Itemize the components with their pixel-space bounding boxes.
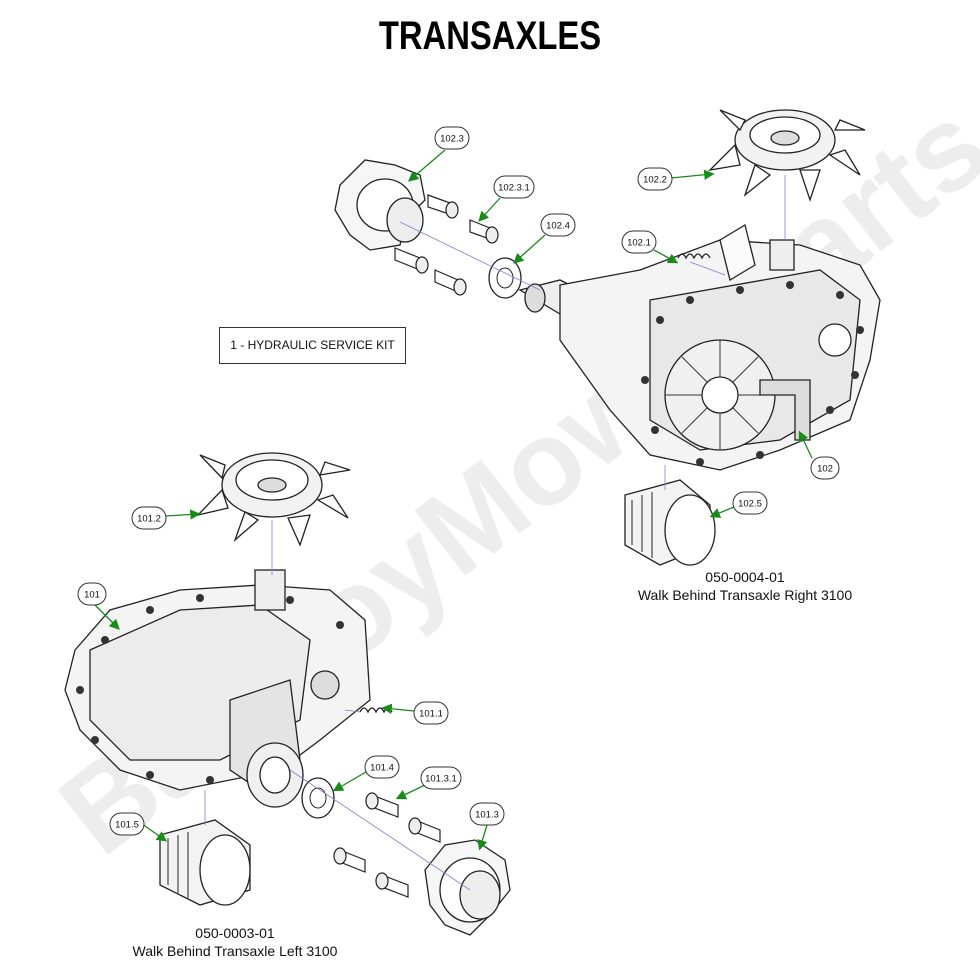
oil-filter-102-5 bbox=[624, 479, 716, 566]
wheel-studs-101-3-1 bbox=[333, 792, 441, 898]
page-title: TRANSAXLES bbox=[378, 14, 602, 58]
callout-102-5: 102.5 bbox=[732, 491, 768, 515]
wheel-hub-102-3 bbox=[334, 159, 426, 251]
wheel-studs-102-3-1 bbox=[394, 194, 499, 296]
left-part-number: 050-0003-01 bbox=[195, 925, 275, 941]
left-description: Walk Behind Transaxle Left 3100 bbox=[132, 943, 338, 959]
right-transaxle-caption: 050-0004-01 Walk Behind Transaxle Right … bbox=[620, 568, 870, 604]
callout-102-3: 102.3 bbox=[434, 126, 470, 150]
callout-102-2: 102.2 bbox=[637, 167, 673, 191]
callout-102-1: 102.1 bbox=[621, 230, 657, 254]
svg-text:101.5: 101.5 bbox=[115, 820, 139, 831]
callout-101-5: 101.5 bbox=[109, 812, 145, 836]
fan-102-2 bbox=[708, 109, 866, 203]
spring-102-1 bbox=[677, 253, 711, 260]
wheel-hub-101-3 bbox=[424, 839, 511, 936]
leader-arrows bbox=[93, 149, 813, 851]
svg-text:102.1: 102.1 bbox=[627, 238, 651, 249]
svg-text:102: 102 bbox=[817, 464, 833, 475]
svg-text:102.3: 102.3 bbox=[440, 134, 464, 145]
svg-text:101.1: 101.1 bbox=[419, 709, 443, 720]
callout-101-4: 101.4 bbox=[364, 755, 400, 779]
service-kit-note: 1 - HYDRAULIC SERVICE KIT bbox=[219, 327, 406, 364]
callout-labels: 102.3 102.3.1 102.4 102.2 102.1 102 102.… bbox=[77, 126, 840, 836]
callout-102: 102 bbox=[810, 456, 840, 480]
centerlines bbox=[204, 175, 786, 891]
right-description: Walk Behind Transaxle Right 3100 bbox=[637, 587, 853, 603]
oil-filter-101-5 bbox=[159, 819, 251, 906]
callout-101-2: 101.2 bbox=[131, 506, 167, 530]
left-transaxle-assembly bbox=[64, 569, 371, 808]
svg-text:102.5: 102.5 bbox=[738, 499, 762, 510]
svg-text:102.3.1: 102.3.1 bbox=[498, 183, 530, 194]
fan-101-2 bbox=[196, 452, 351, 547]
svg-text:101.2: 101.2 bbox=[137, 514, 161, 525]
right-part-number: 050-0004-01 bbox=[705, 569, 785, 585]
callout-101-3-1: 101.3.1 bbox=[420, 766, 462, 790]
svg-text:101: 101 bbox=[84, 590, 100, 601]
svg-text:101.3: 101.3 bbox=[475, 810, 499, 821]
callout-102-3-1: 102.3.1 bbox=[493, 175, 535, 199]
callout-101-1: 101.1 bbox=[413, 701, 449, 725]
callout-101-3: 101.3 bbox=[469, 802, 505, 826]
right-transaxle-assembly bbox=[518, 223, 881, 471]
svg-text:102.4: 102.4 bbox=[546, 221, 570, 232]
svg-text:101.4: 101.4 bbox=[370, 763, 394, 774]
callout-101: 101 bbox=[77, 582, 107, 606]
left-transaxle-caption: 050-0003-01 Walk Behind Transaxle Left 3… bbox=[110, 924, 360, 960]
svg-text:102.2: 102.2 bbox=[643, 175, 667, 186]
svg-text:101.3.1: 101.3.1 bbox=[425, 774, 457, 785]
callout-102-4: 102.4 bbox=[540, 213, 576, 237]
